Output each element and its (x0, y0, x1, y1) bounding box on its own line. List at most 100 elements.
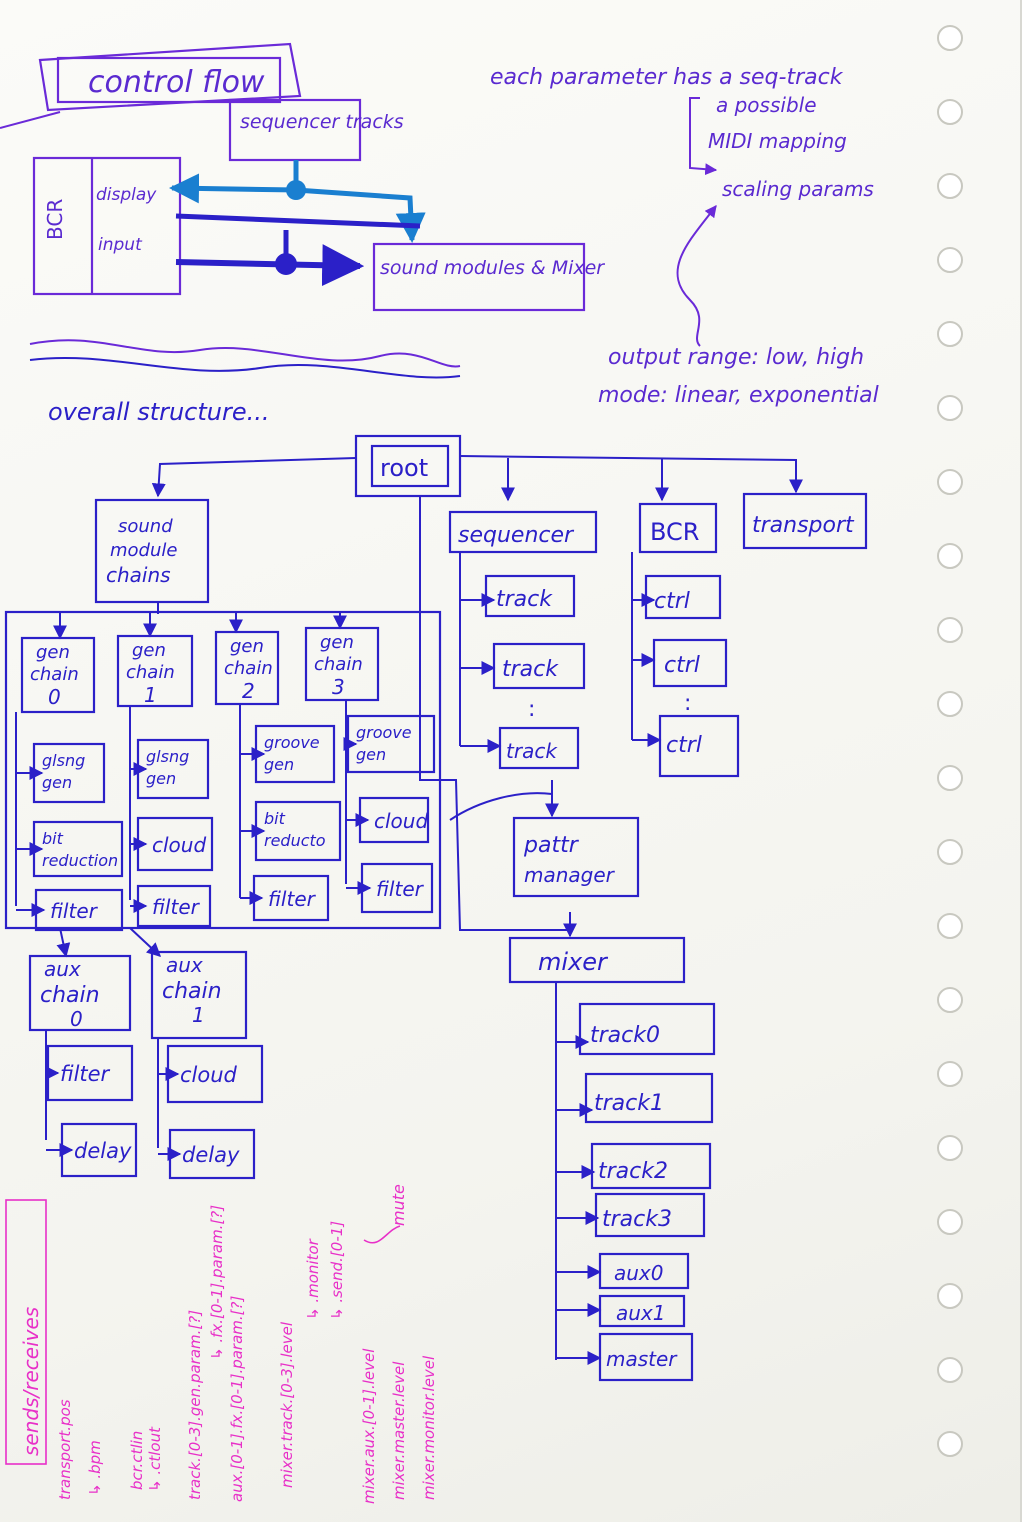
sends-line-6: aux.[0-1].fx.[0-1].param.[?] (228, 1296, 246, 1502)
gen-3-module-2-label: filter (376, 877, 425, 901)
mixer-track-2: track2 (598, 1159, 668, 1184)
gen-chain-3-line-2: chain (314, 654, 363, 675)
aux-chain-0-box (28, 954, 132, 1032)
input-label: input (98, 235, 143, 255)
gen-1-module-1-label: cloud (152, 833, 206, 857)
display-label: display (96, 185, 157, 205)
gen-0-module-0-line-2: gen (42, 773, 72, 792)
binder-holes (937, 25, 963, 1457)
gen-chain-0-line-3: 0 (48, 685, 61, 709)
sends-line-4: track.[0-3].gen.param.[?] (186, 1310, 204, 1500)
note-line-1: each parameter has a seq-track (490, 65, 844, 90)
aux-0-module-1-label: delay (74, 1139, 132, 1163)
gen-chain-3-line-3: 3 (332, 675, 345, 699)
root-node: root (380, 454, 428, 482)
sends-line-8: ↳ .monitor (304, 1238, 322, 1320)
gen-2-module-1-line-1: bit (264, 809, 286, 828)
mute-label: mute (389, 1184, 408, 1226)
control-flow-title: control flow (88, 65, 265, 100)
parameter-notes: each parameter has a seq-track a possibl… (490, 65, 879, 408)
mixer-master: master (606, 1347, 678, 1371)
seq-track-3: track (506, 739, 558, 763)
sends-line-5: ↳ .fx.[0-1].param.[?] (208, 1205, 226, 1360)
aux-chain-1-line-2: chain (162, 979, 222, 1004)
gen-1-module-0-line-1: glsng (146, 747, 189, 766)
aux-chain-0-line-2: chain (40, 983, 100, 1008)
gen-chain-2-line-1: gen (230, 636, 264, 657)
bcr-ctrl-1: ctrl (654, 589, 690, 614)
gen-chain-0-box (20, 636, 96, 714)
sends-line-3: ↳ .ctlout (146, 1426, 164, 1492)
note-line-4: scaling params (722, 177, 874, 201)
bcr-ctrl-2: ctrl (664, 653, 700, 678)
sends-line-7: mixer.track.[0-3].level (278, 1321, 296, 1488)
aux-chain-1-line-1: aux (166, 953, 203, 977)
pattr-line-1: pattr (523, 833, 580, 858)
sends-line-2: bcr.ctlin (128, 1431, 146, 1490)
gen-2-module-2-label: filter (268, 887, 317, 911)
gen-chain-2-box (214, 630, 280, 706)
gen-0-module-1-line-2: reduction (42, 851, 118, 870)
seq-dots: : (528, 697, 535, 722)
mixer-track-1: track1 (594, 1091, 664, 1116)
overall-structure-heading: overall structure... (48, 398, 270, 426)
gen-chains-group: genchain0glsnggenbitreductionfiltergench… (4, 602, 442, 958)
bcr-ctrl-3: ctrl (666, 733, 702, 758)
aux-chain-1-box (150, 950, 248, 1040)
aux-1-module-1-label: delay (182, 1143, 240, 1167)
gen-chain-2-line-2: chain (224, 658, 273, 679)
gen-3-module-1-label: cloud (374, 809, 428, 833)
smc-line-3: chains (106, 563, 171, 587)
gen-1-module-0-line-2: gen (146, 769, 176, 788)
gen-2-module-1-line-2: reducto (264, 831, 326, 850)
gen-2-module-0-line-2: gen (264, 755, 294, 774)
seq-track-1: track (496, 587, 553, 612)
note-line-5: output range: low, high (608, 345, 864, 370)
seq-track-2: track (502, 657, 559, 682)
sound-modules-label: sound modules & Mixer (380, 257, 605, 279)
gen-chain-1-line-3: 1 (144, 683, 157, 707)
mixer-aux-1: aux1 (616, 1301, 666, 1325)
mixer-aux-0: aux0 (614, 1261, 664, 1285)
gen-0-module-2-label: filter (50, 899, 99, 923)
sends-line-10: mixer.aux.[0-1].level (360, 1348, 378, 1504)
gen-0-module-0-line-1: glsng (42, 751, 85, 770)
gen-2-module-0-line-1: groove (264, 733, 320, 752)
sends-line-9: ↳ .send.[0-1] (328, 1221, 346, 1320)
aux-0-module-0-label: filter (60, 1062, 111, 1086)
gen-chain-2-line-3: 2 (242, 679, 255, 703)
gen-1-module-2-label: filter (152, 895, 201, 919)
smc-line-2: module (110, 540, 177, 561)
bcr-dots: : (684, 691, 691, 716)
note-line-6: mode: linear, exponential (598, 383, 879, 408)
gen-0-module-1-line-1: bit (42, 829, 64, 848)
sequencer-tracks-label: sequencer tracks (240, 111, 404, 133)
gen-chain-0-line-2: chain (30, 664, 79, 685)
sends-receives-label: sends/receives (19, 1307, 43, 1456)
mixer-node: mixer (538, 948, 609, 976)
smc-line-1: sound (118, 516, 173, 537)
gen-3-module-0-line-2: gen (356, 745, 386, 764)
gen-chain-0-line-1: gen (36, 642, 70, 663)
aux-chain-1-line-3: 1 (192, 1003, 205, 1027)
sends-line-0: transport.pos (56, 1399, 74, 1500)
aux-1-module-0-label: cloud (180, 1063, 238, 1087)
note-line-2: a possible (716, 93, 817, 117)
aux-chain-0-line-1: aux (44, 957, 81, 981)
gen-chain-1-line-1: gen (132, 640, 166, 661)
pattr-line-2: manager (524, 863, 616, 887)
sends-receives-notes: sends/receives (5, 1199, 47, 1465)
aux-chain-0-line-3: 0 (70, 1007, 83, 1031)
gen-chain-3-box (304, 626, 380, 702)
sends-line-12: mixer.monitor.level (420, 1355, 438, 1500)
note-line-3: MIDI mapping (708, 129, 847, 153)
gen-chain-1-box (116, 634, 194, 708)
structure-tree: root sound module chains sequencer BCR t… (94, 434, 868, 1382)
control-flow-sketch: control flow sequencer tracks BCR displa… (0, 42, 605, 379)
gen-chain-1-line-2: chain (126, 662, 175, 683)
sends-line-11: mixer.master.level (390, 1361, 408, 1500)
